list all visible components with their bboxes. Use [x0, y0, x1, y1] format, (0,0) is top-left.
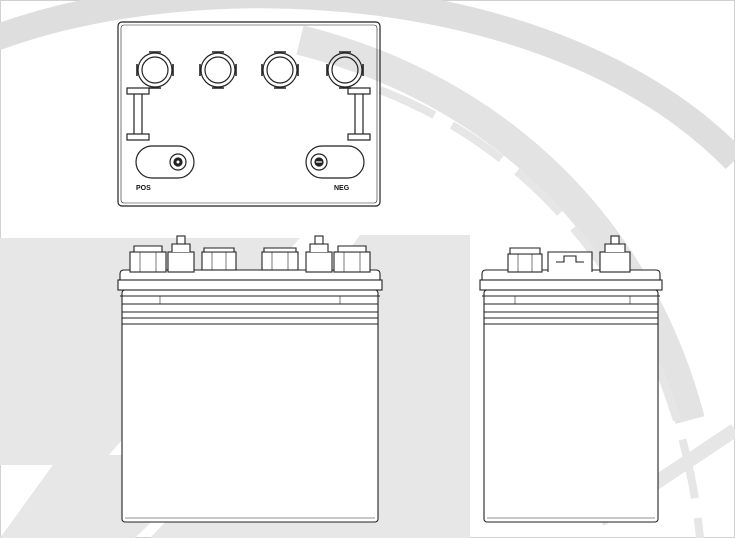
side-handle	[547, 251, 593, 272]
battery-side-view	[479, 235, 663, 523]
handle-left	[126, 87, 150, 141]
negative-terminal	[305, 145, 365, 179]
battery-front-view	[117, 235, 383, 523]
battery-top-view	[117, 21, 381, 207]
front-terminal-post-left	[167, 235, 195, 273]
side-vent-cap	[507, 247, 543, 273]
front-vent-cap-2	[201, 247, 237, 271]
handle-right	[347, 87, 371, 141]
vent-cap-3	[261, 51, 299, 89]
positive-label: POS	[136, 185, 151, 192]
vent-cap-2	[199, 51, 237, 89]
side-terminal-post	[599, 235, 631, 273]
vent-cap-4	[326, 51, 364, 89]
front-vent-cap-1	[129, 245, 167, 273]
front-vent-cap-3	[261, 247, 299, 271]
negative-label: NEG	[334, 185, 350, 192]
front-vent-cap-4	[333, 245, 371, 273]
front-terminal-post-right	[305, 235, 333, 273]
positive-terminal	[135, 145, 195, 179]
vent-cap-1	[136, 51, 174, 89]
